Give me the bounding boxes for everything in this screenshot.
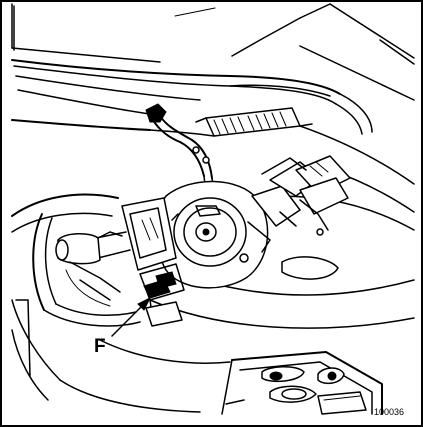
- centre-console: [221, 351, 383, 415]
- right-stalk-switch: [247, 155, 351, 253]
- connector-f: [139, 263, 185, 327]
- steering-housing: [11, 193, 141, 401]
- rotary-switch-assembly: [155, 180, 269, 289]
- callout-arrow: [111, 296, 152, 337]
- callout-label-f: F: [94, 336, 106, 357]
- windscreen: [11, 3, 331, 63]
- left-stalk-switch: [55, 197, 177, 271]
- dashboard-top: [11, 59, 373, 135]
- a-pillar: [299, 3, 415, 101]
- reference-code: 100036: [374, 407, 404, 417]
- lower-trim: [15, 299, 231, 413]
